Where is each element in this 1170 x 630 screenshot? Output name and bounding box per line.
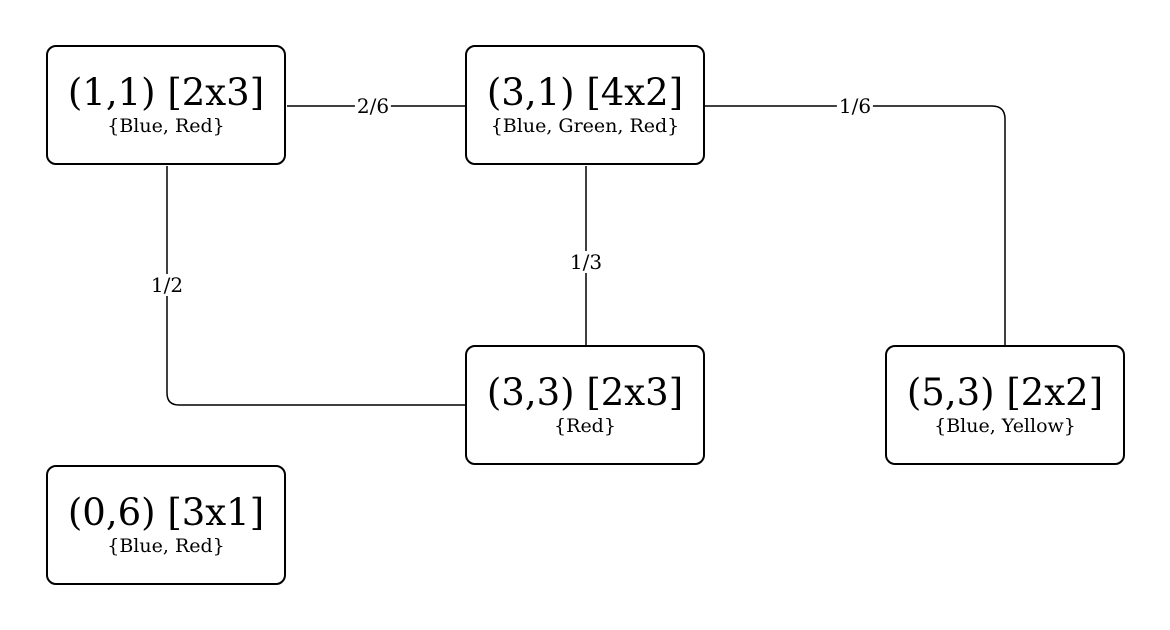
node-3-1: (3,1) [4x2] {Blue, Green, Red} xyxy=(465,45,705,165)
edge-line-3-1-to-5-3 xyxy=(705,105,1006,345)
node-title: (3,1) [4x2] xyxy=(486,71,684,114)
node-title: (1,1) [2x3] xyxy=(67,71,265,114)
edge-label-3-1-to-3-3: 1/3 xyxy=(567,250,605,274)
edge-label-1-1-to-3-3: 1/2 xyxy=(148,273,186,297)
node-0-6: (0,6) [3x1] {Blue, Red} xyxy=(46,465,286,585)
edge-label-1-1-to-3-1: 2/6 xyxy=(354,94,392,118)
node-3-3: (3,3) [2x3] {Red} xyxy=(465,345,705,465)
node-1-1: (1,1) [2x3] {Blue, Red} xyxy=(46,45,286,165)
edge-label-3-1-to-5-3: 1/6 xyxy=(836,94,874,118)
node-title: (0,6) [3x1] xyxy=(67,491,265,534)
node-colors: {Red} xyxy=(554,415,616,437)
node-colors: {Blue, Green, Red} xyxy=(490,115,680,137)
node-title: (3,3) [2x3] xyxy=(486,371,684,414)
node-colors: {Blue, Yellow} xyxy=(934,415,1076,437)
node-title: (5,3) [2x2] xyxy=(906,371,1104,414)
edge-line-1-1-to-3-3 xyxy=(166,166,465,406)
node-colors: {Blue, Red} xyxy=(107,535,225,557)
node-5-3: (5,3) [2x2] {Blue, Yellow} xyxy=(885,345,1125,465)
node-colors: {Blue, Red} xyxy=(107,115,225,137)
